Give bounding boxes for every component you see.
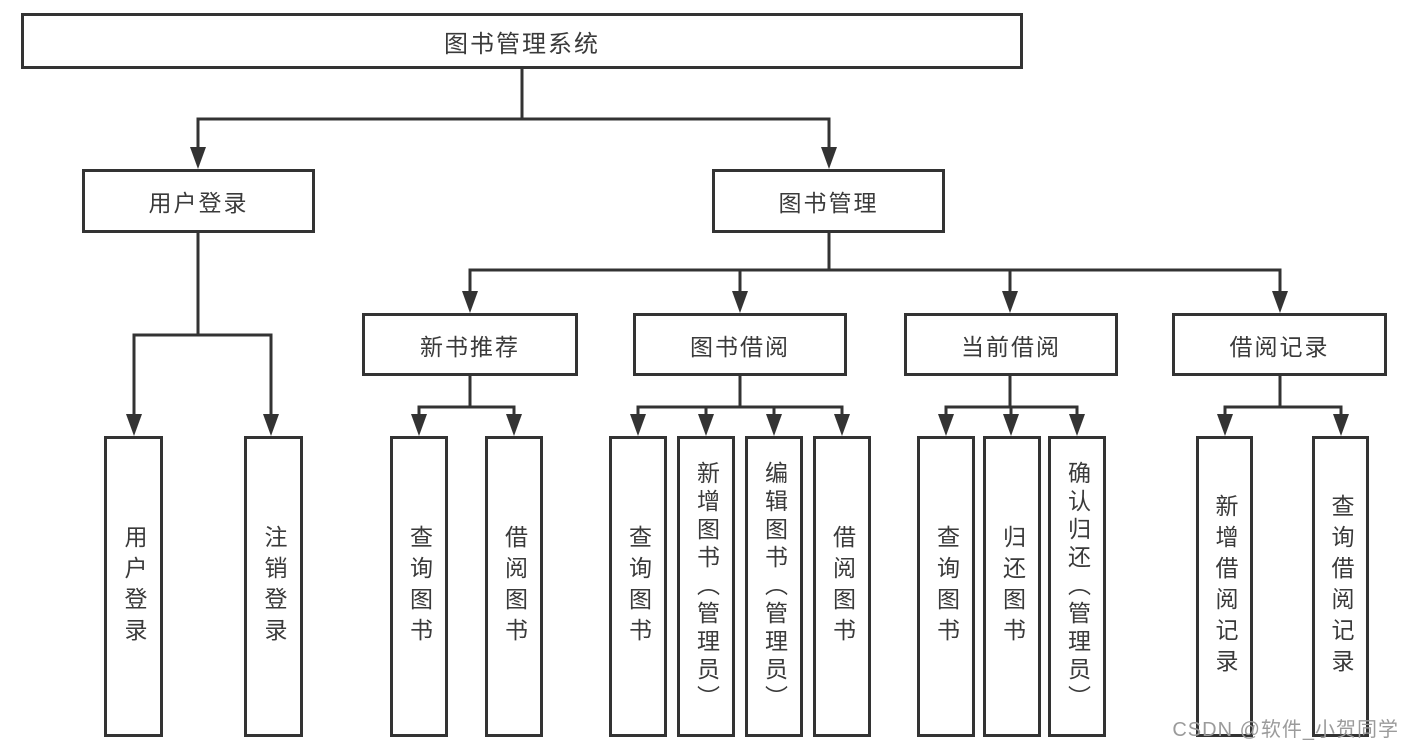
node-current-borrow: 当前借阅	[904, 313, 1118, 376]
csdn-watermark: CSDN @软件_小贺同学	[1172, 719, 1399, 741]
node-user-login: 用户登录	[82, 169, 315, 233]
leaf-borrow-borrow-book: 借阅图书	[813, 436, 871, 737]
leaf-current-query-book: 查询图书	[917, 436, 975, 737]
leaf-current-return-book: 归还图书	[983, 436, 1041, 737]
leaf-records-query-record: 查询借阅记录	[1312, 436, 1369, 737]
leaf-records-add-record: 新增借阅记录	[1196, 436, 1253, 737]
node-new-book-recommend: 新书推荐	[362, 313, 578, 376]
leaf-borrow-edit-book-admin: 编辑图书（管理员）	[745, 436, 803, 737]
leaf-logout: 注销登录	[244, 436, 303, 737]
node-book-management: 图书管理	[712, 169, 945, 233]
node-root: 图书管理系统	[21, 13, 1023, 69]
leaf-current-confirm-return-admin: 确认归还（管理员）	[1048, 436, 1106, 737]
node-borrow-records: 借阅记录	[1172, 313, 1387, 376]
leaf-borrow-add-book-admin: 新增图书（管理员）	[677, 436, 735, 737]
leaf-user-login: 用户登录	[104, 436, 163, 737]
node-book-borrow: 图书借阅	[633, 313, 847, 376]
leaf-recommend-query-book: 查询图书	[390, 436, 448, 737]
leaf-recommend-borrow-book: 借阅图书	[485, 436, 543, 737]
leaf-borrow-query-book: 查询图书	[609, 436, 667, 737]
